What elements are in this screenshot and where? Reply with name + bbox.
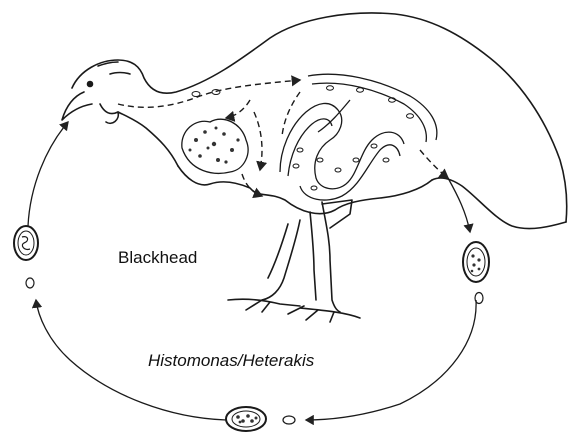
migration-path [118, 80, 448, 196]
turkey-feet [228, 299, 300, 312]
parasite-cycle-label: Histomonas/Heterakis [148, 351, 314, 371]
arrow-left-to-beak [28, 122, 68, 226]
turkey-outline-breast [118, 112, 178, 166]
turkey-leg-rear [322, 202, 340, 312]
turkey-eye [88, 82, 93, 87]
disease-label: Blackhead [118, 248, 197, 268]
intestine-organ [308, 74, 437, 140]
egg-bottom [226, 407, 266, 431]
egg-right [463, 242, 489, 282]
turkey-wattle [100, 104, 118, 123]
turkey-beak [62, 92, 92, 120]
turkey-outline-top [72, 13, 567, 222]
egg-left [14, 226, 38, 260]
life-cycle-ring [28, 122, 476, 420]
parasite-eggs [14, 226, 489, 431]
arrow-vent-to-egg [448, 178, 470, 232]
turkey-leg-front [262, 220, 300, 300]
